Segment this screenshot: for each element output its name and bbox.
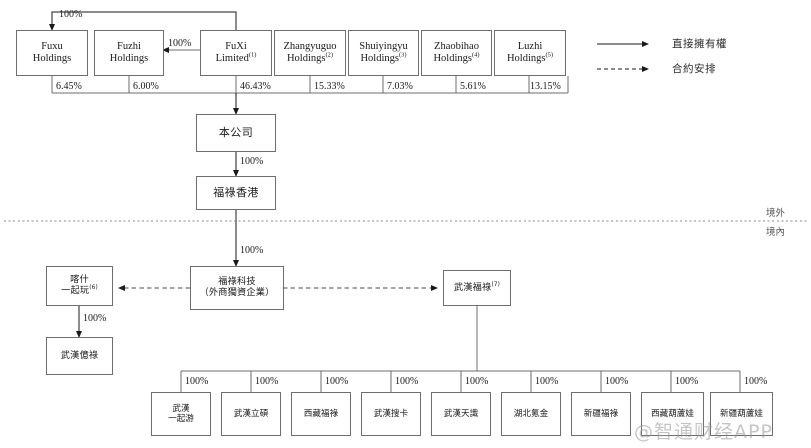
shareholder-note: (1) [248, 51, 257, 59]
pct-fuxi-to-fuxu: 100% [59, 9, 83, 20]
shareholder-note: (2) [325, 51, 334, 59]
pct-fuxi: 46.43% [240, 81, 271, 92]
pct-fuxi-to-fuzhi: 100% [168, 38, 192, 49]
node-wuhan-yilu[interactable]: 武漢億祿 [46, 337, 113, 375]
node-label: Fuzhi Holdings [95, 41, 163, 66]
node-label: 本公司 [218, 125, 254, 139]
shareholder-line1: Fuxu [41, 40, 63, 52]
pct-company-to-hk: 100% [240, 156, 264, 167]
shareholder-line1: Luzhi [517, 40, 543, 52]
node-label: 武漢天識 [443, 408, 479, 419]
node-wuhan-yiqiyou[interactable]: 武漢 一起游 [151, 392, 211, 436]
node-the-company[interactable]: 本公司 [196, 114, 276, 152]
node-label: 福祿香港 [213, 185, 259, 199]
node-fuxu-holdings[interactable]: Fuxu Holdings [16, 30, 88, 76]
shareholder-line2: Holdings [360, 53, 399, 64]
node-wuhan-tianshi[interactable]: 武漢天識 [431, 392, 491, 436]
shareholder-line2: Holdings [109, 53, 149, 64]
node-xinjiang-fulu[interactable]: 新疆福祿 [571, 392, 631, 436]
node-label: 武漢億祿 [60, 349, 99, 361]
node-label: 武漢搜卡 [373, 408, 409, 419]
wfoe-line2: （外商獨資企業） [199, 287, 275, 298]
pct-sub-3: 100% [395, 376, 419, 387]
node-label: Shuiyingyu Holdings(3) [349, 41, 418, 66]
shareholder-line1: Zhaobihao [434, 40, 479, 52]
node-fulu-hong-kong[interactable]: 福祿香港 [196, 176, 276, 210]
node-label: 武漢立碩 [233, 408, 269, 419]
pct-shuiyingyu: 7.03% [387, 81, 413, 92]
pct-hk-to-wfoe: 100% [240, 245, 264, 256]
node-label: Luzhi Holdings(5) [495, 41, 565, 66]
zone-label-offshore: 境外 [766, 208, 786, 219]
node-label: 新疆葫蘆娃 [720, 408, 763, 419]
node-label: Zhaobihao Holdings(4) [422, 41, 491, 66]
pct-sub-8: 100% [744, 376, 768, 387]
node-fuzhi-holdings[interactable]: Fuzhi Holdings [94, 30, 164, 76]
node-label: 西藏葫蘆娃 [651, 408, 694, 419]
shareholder-line1: Shuiyingyu [359, 40, 408, 52]
node-hubei-kejin[interactable]: 湖北氪金 [501, 392, 561, 436]
shareholder-line2: Holdings [32, 53, 72, 64]
shareholder-line2: Holdings [433, 53, 472, 64]
kashi-line1: 喀什 [70, 274, 89, 286]
node-wuhan-souka[interactable]: 武漢搜卡 [361, 392, 421, 436]
node-label: Fuxu Holdings [17, 41, 87, 66]
node-xizang-fulu[interactable]: 西藏福祿 [291, 392, 351, 436]
node-zhangyuguo-holdings[interactable]: Zhangyuguo Holdings(2) [274, 30, 346, 76]
node-xinjiang-huluwa[interactable]: 新疆葫蘆娃 [710, 392, 773, 436]
watermark: @智通财经APP [634, 421, 773, 443]
shareholder-line2: Holdings [286, 53, 326, 64]
node-luzhi-holdings[interactable]: Luzhi Holdings(5) [494, 30, 566, 76]
legend-contractual-arrangement-label: 合約安排 [672, 63, 716, 75]
pct-zhangyuguo: 15.33% [314, 81, 345, 92]
node-label: 福祿科技 （外商獨資企業） [191, 276, 283, 299]
shareholder-line1: Zhangyuguo [283, 40, 337, 52]
shareholder-line1: FuXi [225, 40, 247, 52]
node-label: 湖北氪金 [513, 408, 549, 419]
pct-sub-6: 100% [605, 376, 629, 387]
pct-sub-4: 100% [465, 376, 489, 387]
shareholder-line1: Fuzhi [117, 40, 141, 52]
node-fulu-technology-wfoe[interactable]: 福祿科技 （外商獨資企業） [190, 266, 284, 310]
kashi-note: (6) [89, 284, 98, 291]
node-label: 喀什 一起玩(6) [47, 274, 112, 297]
kashi-line2: 一起玩 [61, 285, 90, 296]
shareholder-note: (3) [398, 51, 407, 59]
shareholder-line2: Holdings [506, 53, 546, 64]
node-label: 武漢福祿(7) [444, 281, 510, 294]
node-fuxi-limited[interactable]: FuXi Limited(1) [200, 30, 272, 76]
pct-zhaobihao: 5.61% [460, 81, 486, 92]
wfoe-line1: 福祿科技 [218, 276, 256, 288]
node-label: Zhangyuguo Holdings(2) [275, 41, 345, 66]
pct-sub-0: 100% [185, 376, 209, 387]
node-wuhan-fulu[interactable]: 武漢福祿(7) [443, 270, 511, 306]
shareholder-note: (5) [545, 51, 554, 59]
sub-line2: 一起游 [168, 414, 194, 424]
wuhan-fulu-note: (7) [491, 281, 501, 288]
node-xizang-huluwa[interactable]: 西藏葫蘆娃 [641, 392, 704, 436]
sub-line1: 武漢 [172, 403, 190, 414]
node-label: 西藏福祿 [303, 408, 339, 419]
shareholder-line2: Limited [215, 53, 249, 64]
legend-direct-ownership-label: 直接擁有權 [672, 38, 727, 50]
zone-label-onshore: 境內 [766, 227, 786, 238]
pct-sub-2: 100% [325, 376, 349, 387]
pct-sub-1: 100% [255, 376, 279, 387]
pct-kashi-to-yilu: 100% [83, 313, 107, 324]
pct-sub-7: 100% [675, 376, 699, 387]
pct-fuzhi: 6.00% [133, 81, 159, 92]
node-label: 新疆福祿 [583, 408, 619, 419]
node-label: FuXi Limited(1) [201, 41, 271, 66]
node-wuhan-lishuo[interactable]: 武漢立碩 [221, 392, 281, 436]
node-label: 武漢 一起游 [152, 404, 210, 424]
shareholder-note: (4) [471, 51, 480, 59]
wuhan-fulu-label: 武漢福祿 [453, 281, 492, 293]
node-zhaobihao-holdings[interactable]: Zhaobihao Holdings(4) [421, 30, 492, 76]
pct-sub-5: 100% [535, 376, 559, 387]
pct-fuxu: 6.45% [56, 81, 82, 92]
pct-luzhi: 13.15% [530, 81, 561, 92]
node-kashi-yiqiwan[interactable]: 喀什 一起玩(6) [46, 266, 113, 306]
node-shuiyingyu-holdings[interactable]: Shuiyingyu Holdings(3) [348, 30, 419, 76]
